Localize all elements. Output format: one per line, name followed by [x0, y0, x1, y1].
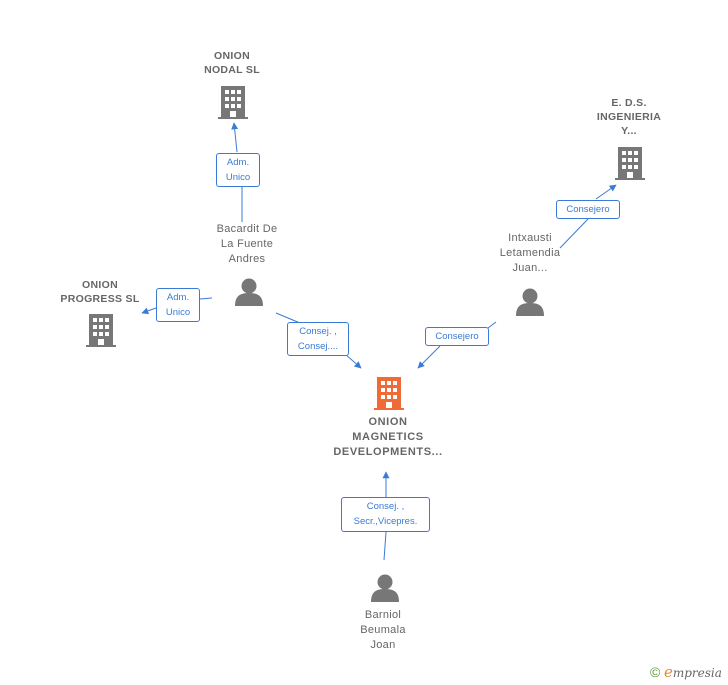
- person-icon[interactable]: [371, 574, 399, 603]
- relation-label-line: Secr.,Vicepres.: [353, 516, 418, 527]
- node-label-line: INGENIERIA: [596, 111, 662, 123]
- node-onion-magnetics[interactable]: ONION MAGNETICS DEVELOPMENTS...: [313, 415, 463, 460]
- edge-bacardit-progress: [141, 297, 213, 315]
- relation-label-adm-unico[interactable]: Adm. Unico: [156, 288, 200, 322]
- node-label-line: ONION: [82, 279, 118, 291]
- node-label-line: PROGRESS SL: [60, 293, 140, 305]
- node-barniol[interactable]: Barniol Beumala Joan: [308, 608, 458, 653]
- node-label-line: Intxausti: [508, 232, 552, 244]
- node-label-line: E. D.S.: [611, 97, 647, 109]
- edge-bacardit-magnetics: [275, 312, 362, 369]
- relation-label-line: Adm.: [226, 157, 250, 168]
- brand-logo: © empresia: [650, 663, 722, 681]
- node-label-line: Beumala: [360, 624, 406, 636]
- relation-label-line: Adm.: [166, 292, 190, 303]
- person-icon[interactable]: [516, 288, 544, 317]
- node-onion-progress[interactable]: ONION PROGRESS SL: [25, 278, 175, 306]
- relation-label-adm-unico[interactable]: Adm. Unico: [216, 153, 260, 187]
- relation-label-line: Consej. ,: [299, 326, 337, 337]
- building-icon[interactable]: [615, 147, 645, 180]
- node-label-line: ONION: [368, 416, 408, 428]
- edge-barniol-magnetics: [382, 471, 390, 561]
- node-label-line: Bacardit De: [216, 223, 278, 235]
- relation-label-consejero[interactable]: Consejero: [425, 327, 489, 346]
- brand-name: mpresia: [672, 666, 722, 680]
- node-label-line: Andres: [228, 253, 266, 265]
- relation-label-consej-secr[interactable]: Consej. , Secr.,Vicepres.: [341, 497, 430, 532]
- building-icon[interactable]: [218, 86, 248, 119]
- relation-label-line: Consejero: [435, 331, 479, 342]
- node-label-line: MAGNETICS: [352, 431, 424, 443]
- brand-initial: e: [663, 663, 673, 681]
- node-label-line: Barniol: [364, 609, 402, 621]
- copyright-icon: ©: [650, 664, 661, 680]
- node-label-line: Juan...: [512, 262, 548, 274]
- relation-label-line: Consejero: [566, 204, 610, 215]
- node-intxausti[interactable]: Intxausti Letamendia Juan...: [455, 231, 605, 276]
- edge-intxausti-magnetics: [417, 321, 497, 369]
- relation-label-line: Unico: [165, 307, 191, 318]
- relation-label-consejero[interactable]: Consejero: [556, 200, 620, 219]
- node-label-line: Y...: [621, 125, 637, 137]
- edge-intxausti-eds: [559, 184, 617, 249]
- node-eds-ingenieria[interactable]: E. D.S. INGENIERIA Y...: [554, 96, 704, 138]
- node-label-line: La Fuente: [220, 238, 274, 250]
- node-label-line: NODAL SL: [204, 64, 260, 76]
- building-icon[interactable]: [374, 377, 404, 410]
- node-label-line: Letamendia: [499, 247, 561, 259]
- relation-label-line: Consej....: [297, 341, 339, 352]
- node-label-line: Joan: [370, 639, 396, 651]
- person-icon[interactable]: [235, 278, 263, 307]
- relation-label-line: Unico: [225, 172, 251, 183]
- node-onion-nodal[interactable]: ONION NODAL SL: [157, 49, 307, 77]
- node-label-line: DEVELOPMENTS...: [333, 446, 443, 458]
- relation-label-line: Consej. ,: [366, 501, 405, 512]
- edge-bacardit-nodal: [231, 122, 243, 222]
- building-icon[interactable]: [86, 314, 116, 347]
- node-label-line: ONION: [214, 50, 250, 62]
- node-bacardit[interactable]: Bacardit De La Fuente Andres: [172, 222, 322, 267]
- relation-label-consej[interactable]: Consej. , Consej....: [287, 322, 349, 356]
